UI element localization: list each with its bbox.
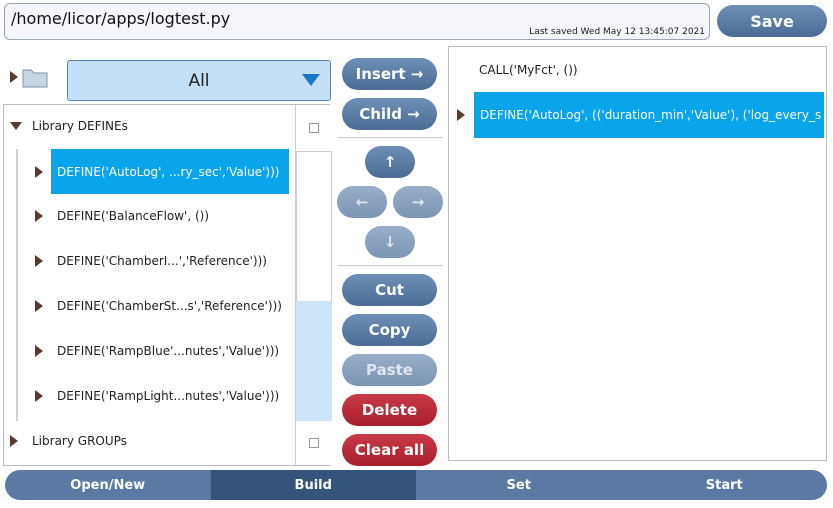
move-left-button[interactable]: ← — [337, 186, 387, 218]
program-item[interactable]: CALL('MyFct', ()) — [479, 63, 578, 77]
tree-group-label: Library DEFINEs — [32, 119, 128, 133]
expand-arrow-icon — [35, 390, 43, 402]
tab-set[interactable]: Set — [506, 477, 531, 493]
expand-arrow-icon — [35, 255, 43, 267]
add-child-button[interactable]: Child → — [342, 98, 437, 130]
collapse-arrow-icon — [10, 122, 22, 130]
copy-button[interactable]: Copy — [342, 314, 437, 346]
expand-arrow-icon — [10, 71, 18, 83]
list-item[interactable]: DEFINE('RampBlue'...nutes','Value'))) — [35, 344, 279, 358]
tree-group-library-defines[interactable]: Library DEFINEs — [10, 119, 128, 133]
expand-arrow-icon — [35, 165, 43, 178]
list-item-label: DEFINE('RampLight...nutes','Value'))) — [57, 389, 280, 403]
expand-arrow-icon — [457, 109, 465, 121]
list-item[interactable]: DEFINE('BalanceFlow', ()) — [35, 209, 209, 223]
library-filter-dropdown[interactable]: All — [67, 60, 331, 101]
list-item[interactable]: DEFINE('RampLight...nutes','Value'))) — [35, 389, 279, 403]
folder-toggle[interactable] — [10, 66, 48, 88]
tree-guide-line — [16, 149, 18, 421]
expand-arrow-icon — [35, 210, 43, 222]
chevron-down-icon — [302, 74, 320, 86]
file-path-text: /home/licor/apps/logtest.py — [11, 9, 231, 28]
library-tree-panel: Library DEFINEs DEFINE('AutoLog', ...ry_… — [3, 104, 332, 466]
list-item[interactable]: DEFINE('AutoLog', ...ry_sec','Value'))) — [35, 149, 289, 194]
scrollbar-thumb[interactable] — [296, 301, 332, 421]
move-up-button[interactable]: ↑ — [365, 146, 415, 178]
scrollbar-track[interactable] — [296, 151, 332, 421]
move-down-button[interactable]: ↓ — [365, 226, 415, 258]
divider — [338, 265, 443, 266]
program-item[interactable]: DEFINE('AutoLog', (('duration_min','Valu… — [457, 92, 826, 138]
tree-group-label: Library GROUPs — [32, 434, 127, 448]
insert-button[interactable]: Insert → — [342, 58, 437, 90]
move-right-button[interactable]: → — [393, 186, 443, 218]
list-item-label: DEFINE('AutoLog', ...ry_sec','Value'))) — [51, 149, 289, 194]
list-item-label: DEFINE('BalanceFlow', ()) — [57, 209, 210, 223]
save-button[interactable]: Save — [717, 5, 827, 37]
paste-button[interactable]: Paste — [342, 354, 437, 386]
group-checkbox-groups[interactable] — [309, 438, 319, 448]
list-item-label: DEFINE('RampBlue'...nutes','Value'))) — [57, 344, 280, 358]
list-item-label: DEFINE('ChamberI...','Reference'))) — [57, 254, 267, 268]
group-checkbox-defines[interactable] — [309, 123, 319, 133]
tab-open-new[interactable]: Open/New — [70, 477, 146, 493]
file-path-field[interactable]: /home/licor/apps/logtest.py Last saved W… — [4, 3, 710, 40]
list-item[interactable]: DEFINE('ChamberSt...s','Reference'))) — [35, 299, 282, 313]
filter-selected-value: All — [188, 71, 210, 91]
expand-arrow-icon — [35, 345, 43, 357]
list-item[interactable]: DEFINE('ChamberI...','Reference'))) — [35, 254, 267, 268]
expand-arrow-icon — [10, 435, 18, 447]
cut-button[interactable]: Cut — [342, 274, 437, 306]
last-saved-status: Last saved Wed May 12 13:45:07 2021 — [529, 27, 705, 37]
tab-start[interactable]: Start — [705, 477, 743, 493]
tree-group-library-groups[interactable]: Library GROUPs — [10, 434, 127, 448]
tab-build[interactable]: Build — [210, 470, 416, 500]
delete-button[interactable]: Delete — [342, 394, 437, 426]
expand-arrow-icon — [35, 300, 43, 312]
tree-scroll-column — [295, 105, 332, 465]
folder-icon — [22, 69, 48, 88]
divider — [338, 137, 443, 138]
program-item-label: DEFINE('AutoLog', (('duration_min','Valu… — [474, 92, 824, 138]
program-panel: CALL('MyFct', ()) DEFINE('AutoLog', (('d… — [448, 46, 827, 461]
bottom-tab-bar: Open/New Build Set Start — [5, 470, 827, 500]
list-item-label: DEFINE('ChamberSt...s','Reference'))) — [57, 299, 282, 313]
program-item-label: CALL('MyFct', ()) — [479, 63, 578, 77]
clear-all-button[interactable]: Clear all — [342, 434, 437, 466]
